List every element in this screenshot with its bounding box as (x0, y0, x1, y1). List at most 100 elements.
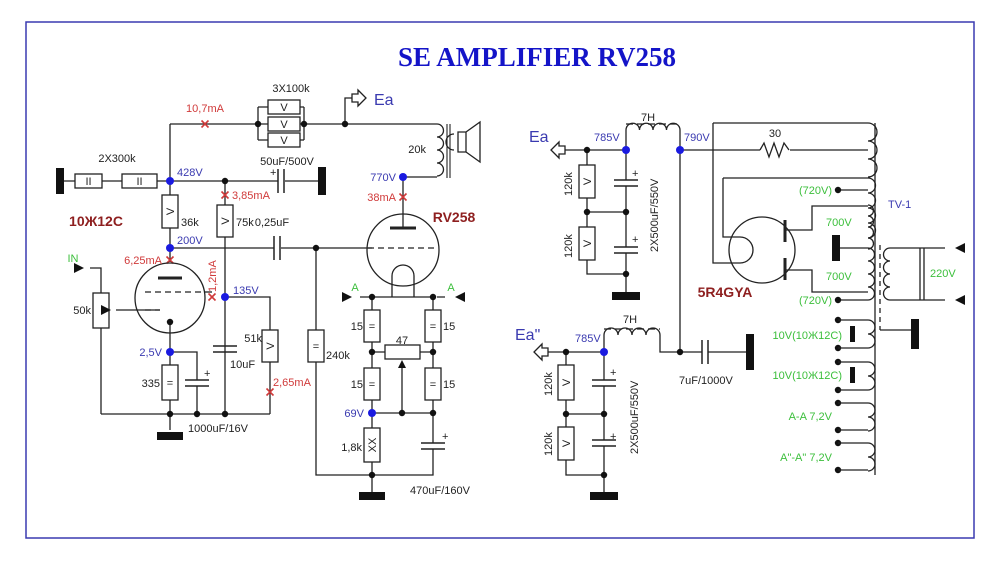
current-marker-icon (165, 255, 175, 265)
winding-10v: 10V(10Ж12C) (773, 330, 842, 342)
resistor-mark: V (220, 217, 232, 225)
voltage-785v: 785V (594, 132, 620, 144)
diagram-title: SE AMPLIFIER RV258 (398, 42, 676, 72)
resistor-mark: II (136, 176, 142, 188)
junction-node (312, 244, 320, 252)
label-75k: 75k (236, 217, 254, 229)
junction-node (193, 410, 201, 418)
label-120k: 120k (543, 372, 555, 396)
winding-a2-a2: A"-A" 7,2V (780, 452, 832, 464)
resistor-mark: = (167, 378, 173, 390)
junction-node (341, 120, 349, 128)
capacitor-icon (614, 246, 638, 254)
winding-coil-icon (867, 247, 876, 301)
wire (258, 106, 304, 141)
voltage-2-5v: 2,5V (139, 347, 162, 359)
voltage-785v: 785V (575, 333, 601, 345)
resistor-symbol: = (424, 367, 442, 401)
voltage-node (166, 348, 174, 356)
winding-coil-icon (867, 177, 877, 239)
junction-node (368, 348, 376, 356)
wire (712, 122, 868, 301)
resistor-symbol: = (424, 309, 442, 343)
label-51k: 51k (244, 333, 262, 345)
resistor-body (216, 204, 234, 238)
resistor-symbol: V (261, 329, 279, 363)
voltage-770v: 770V (370, 172, 396, 184)
label-36k: 36k (181, 217, 199, 229)
junction-node (221, 177, 229, 185)
ea-terminal-label: Ea (374, 92, 394, 109)
junction-node (834, 296, 842, 304)
wire (548, 150, 746, 492)
resistor-symbol: II (74, 173, 103, 189)
voltage-135v: 135V (233, 285, 259, 297)
winding-10v: 10V(10Ж12C) (773, 370, 842, 382)
capacitor-icon (421, 442, 445, 450)
junction-node (583, 146, 591, 154)
ground-bar-icon (911, 319, 919, 349)
junction-node (398, 409, 406, 417)
label-47: 47 (396, 335, 408, 347)
resistor-body (74, 173, 103, 189)
label-15: 15 (351, 321, 363, 333)
capacitor-icon (592, 379, 616, 387)
resistor-body (121, 173, 158, 189)
junction-node (429, 293, 437, 301)
resistor-symbol: V (161, 194, 179, 229)
current-marker-icon (398, 192, 408, 202)
resistor-body (578, 164, 596, 199)
label-15: 15 (443, 379, 455, 391)
label-120k: 120k (563, 172, 575, 196)
plus-sign: + (632, 234, 638, 246)
resistor-mark: V (582, 239, 594, 247)
ground-bar-icon (832, 235, 840, 261)
junction-node (583, 208, 591, 216)
resistor-mark: V (561, 439, 573, 447)
winding-coil-icon (867, 361, 876, 391)
resistor-symbol: V (578, 164, 596, 199)
current-marker-icon (265, 387, 275, 397)
tube-label-5r4gya: 5R4GYA (698, 284, 753, 300)
resistor-body (363, 427, 381, 463)
label-50uf: 50uF/500V (260, 156, 314, 168)
wire (116, 285, 415, 311)
plus-sign: + (442, 431, 448, 443)
winding-coil-icon (867, 319, 876, 349)
capacitor-icon (277, 169, 285, 193)
capacitor-icon (614, 179, 638, 187)
ct-ground-icon (850, 326, 855, 342)
label-2x500uf: 2X500uF/550V (629, 380, 641, 454)
resistor-body (384, 344, 421, 360)
ground-bar-icon (157, 432, 183, 440)
label-30: 30 (769, 128, 781, 140)
ea-psu-label: Ea (529, 129, 549, 146)
resistor-mark: V (280, 135, 288, 147)
resistor-mark: = (369, 379, 375, 391)
voltage-node (622, 146, 630, 154)
resistor-body (363, 367, 381, 401)
resistor-symbol: V (267, 132, 301, 148)
winding-coil-icon (867, 204, 875, 250)
voltage-node (166, 244, 174, 252)
voltage-node (221, 293, 229, 301)
label-335: 335 (142, 378, 160, 390)
winding-coil-icon (882, 247, 891, 301)
winding-700v: 700V (826, 271, 852, 283)
capacitor-icon (273, 236, 281, 260)
resistor-mark: V (582, 177, 594, 185)
ground-bar-icon (56, 168, 64, 194)
resistor-mark: V (280, 119, 288, 131)
resistor-mark: V (265, 342, 277, 350)
frame-border (25, 21, 975, 539)
plus-sign: + (270, 167, 276, 179)
resistor-mark: = (430, 321, 436, 333)
resistor-symbol: V (557, 364, 575, 401)
voltage-node (676, 146, 684, 154)
plus-sign: + (610, 367, 616, 379)
label-15: 15 (443, 321, 455, 333)
voltage-node (368, 409, 376, 417)
junction-node (562, 410, 570, 418)
resistor-body (557, 364, 575, 401)
